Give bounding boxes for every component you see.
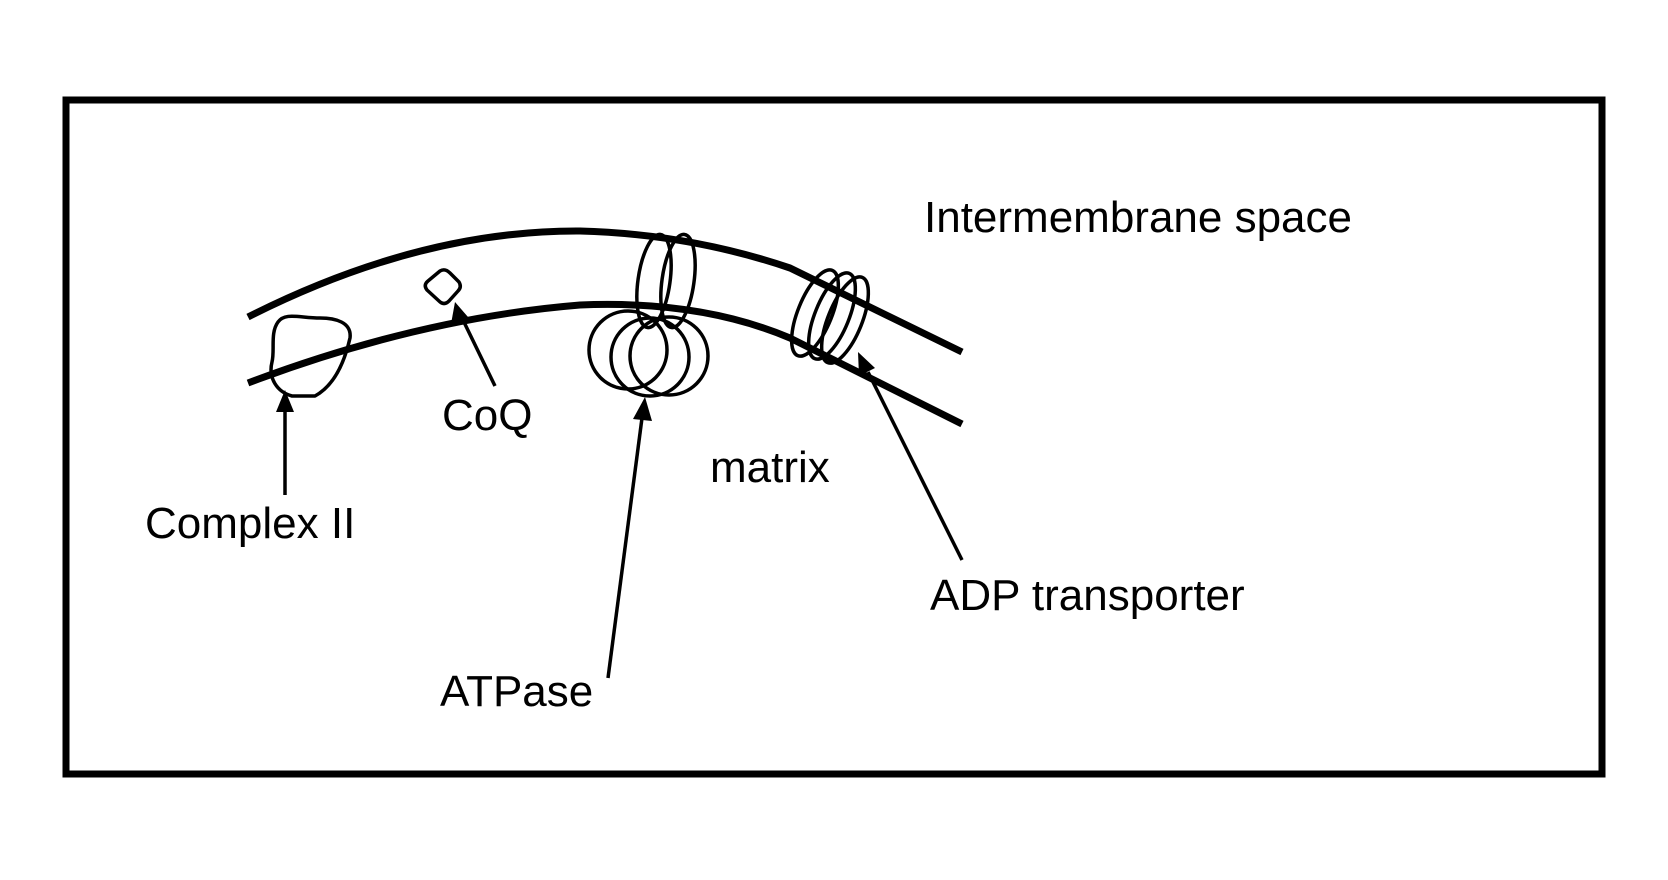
diagram-frame bbox=[62, 96, 1606, 778]
atpase-head bbox=[587, 309, 710, 398]
coq-label: CoQ bbox=[442, 391, 532, 440]
atpase-pointer-arrow bbox=[606, 397, 652, 679]
complex-ii-protein bbox=[269, 314, 352, 398]
adp-transporter-label: ADP transporter bbox=[930, 571, 1245, 620]
coq-pointer-arrow bbox=[451, 302, 497, 387]
complex-ii-label: Complex II bbox=[145, 499, 355, 548]
inner-membrane-line bbox=[246, 300, 964, 428]
outer-membrane-line bbox=[246, 227, 964, 356]
atpase-stalk bbox=[635, 232, 697, 330]
adp-transporter-pointer-arrow bbox=[858, 352, 964, 561]
adp-transporter-protein bbox=[789, 268, 871, 365]
matrix-label: matrix bbox=[710, 443, 830, 492]
complex-ii-pointer-arrow bbox=[276, 390, 294, 495]
atpase-label: ATPase bbox=[440, 667, 593, 716]
intermembrane-space-label: Intermembrane space bbox=[924, 193, 1352, 242]
coq-protein bbox=[423, 268, 463, 306]
